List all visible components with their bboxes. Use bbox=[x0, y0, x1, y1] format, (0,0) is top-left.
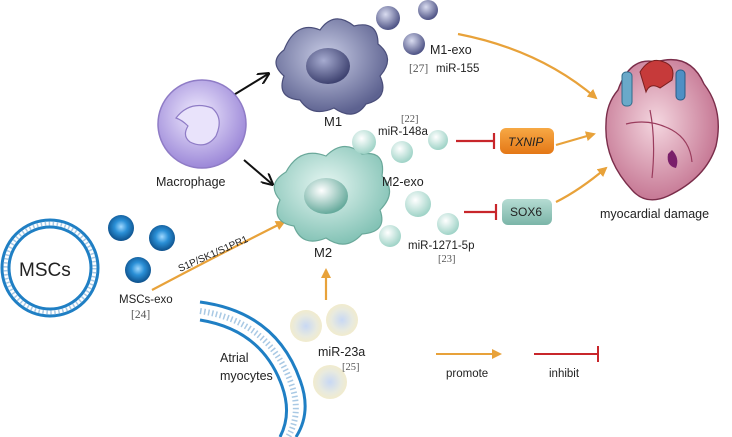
inhibit-mir1271-sox6 bbox=[464, 204, 498, 220]
label-m2: M2 bbox=[314, 245, 332, 260]
mscs-exosomes bbox=[108, 215, 175, 283]
arrow-mscsexo-to-m2 bbox=[151, 221, 286, 291]
label-s1p: S1P/SK1/S1PR1 bbox=[177, 234, 250, 275]
m1-exosomes bbox=[376, 0, 438, 55]
m2-cell bbox=[273, 145, 391, 245]
legend-inhibit-line bbox=[534, 346, 599, 362]
label-m1-exo: M1-exo bbox=[430, 43, 472, 57]
label-mir1271: miR-1271-5p bbox=[408, 240, 474, 252]
label-m1: M1 bbox=[324, 114, 342, 129]
ref-mir148a: [22] bbox=[401, 114, 419, 125]
m2-exosomes bbox=[352, 130, 459, 247]
label-myocardial-damage: myocardial damage bbox=[600, 207, 709, 221]
label-txnip: TXNIP bbox=[508, 135, 543, 149]
label-mir148a: miR-148a bbox=[378, 126, 428, 138]
atrial-exosomes bbox=[290, 304, 358, 399]
label-macrophage: Macrophage bbox=[156, 175, 226, 189]
atrial-membrane bbox=[199, 300, 307, 437]
label-myocytes: myocytes bbox=[220, 369, 273, 383]
sox6-box bbox=[502, 199, 552, 225]
label-m2-exo: M2-exo bbox=[382, 175, 424, 189]
arrow-sox6-to-heart bbox=[555, 166, 608, 203]
macrophage-cell bbox=[157, 79, 247, 169]
label-atrial: Atrial bbox=[220, 351, 248, 365]
label-mscs-exo: MSCs-exo bbox=[119, 294, 173, 306]
ref-mir23a: [25] bbox=[342, 362, 360, 373]
label-sox6: SOX6 bbox=[510, 205, 542, 219]
label-mir155: miR-155 bbox=[436, 63, 479, 75]
heart-icon bbox=[605, 58, 719, 201]
arrow-macrophage-to-m2 bbox=[243, 159, 272, 184]
arrow-txnip-to-heart bbox=[555, 131, 596, 147]
arrow-m1exo-to-heart bbox=[457, 32, 598, 100]
label-mir23a: miR-23a bbox=[318, 345, 365, 359]
legend-promote-label: promote bbox=[446, 368, 488, 380]
txnip-box bbox=[500, 128, 554, 154]
inhibit-mir148a-txnip bbox=[456, 133, 496, 149]
arrow-macrophage-to-m1 bbox=[231, 74, 268, 97]
mscs-vesicle bbox=[0, 218, 100, 318]
ref-mir1271: [23] bbox=[438, 254, 456, 265]
ref-m1-exo: [27] bbox=[409, 63, 428, 75]
ref-mscs-exo: [24] bbox=[131, 309, 150, 321]
label-mscs: MSCs bbox=[19, 260, 71, 281]
legend-inhibit-label: inhibit bbox=[549, 368, 580, 380]
m1-cell bbox=[275, 18, 389, 115]
